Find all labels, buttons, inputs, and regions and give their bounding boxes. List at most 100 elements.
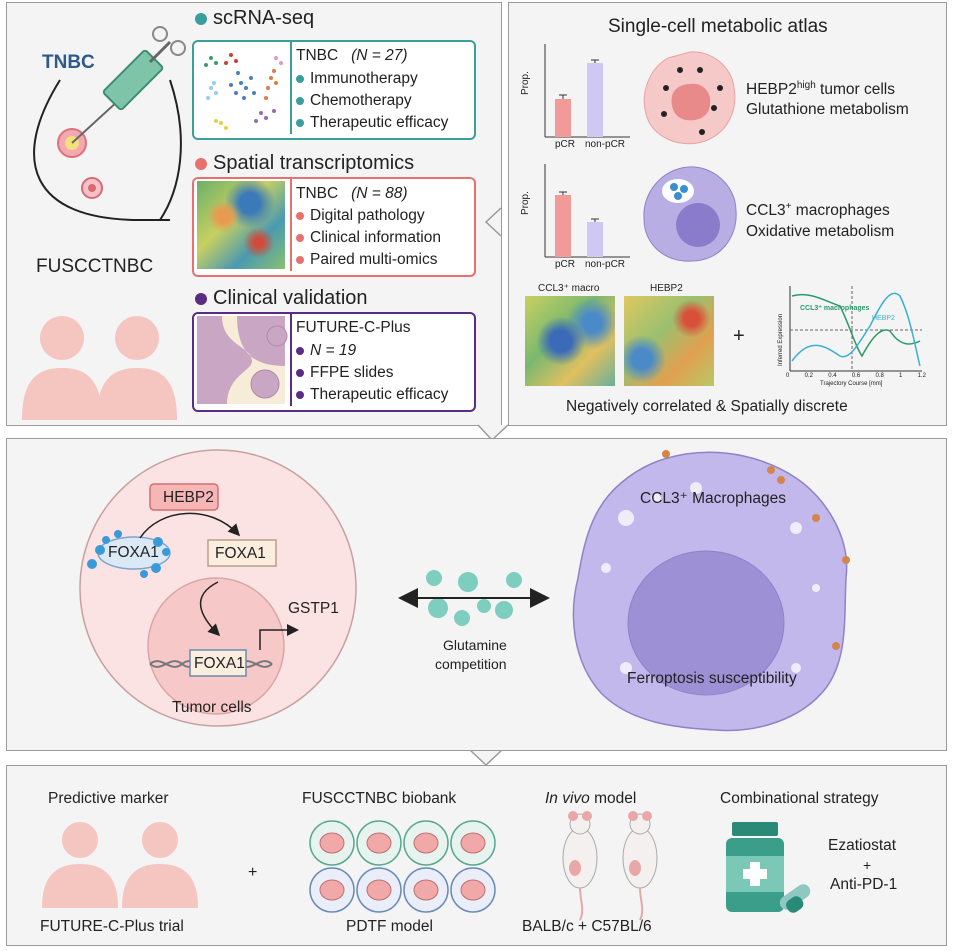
biobank-title: FUSCCTNBC biobank [302,790,457,807]
mice-illustration [562,811,658,921]
cohort-name: FUSCCTNBC [36,256,154,277]
predictive-marker-title: Predictive marker [48,790,169,807]
mac-cell-label: CCL3+ macrophages [746,201,890,220]
traj-series-ccl3: CCL3⁺ macrophages [800,305,870,312]
tnbc-label: TNBC [42,52,95,73]
traj-xtick: 1.2 [917,373,926,379]
chart1-xlabel-nonpcr: non-pCR [585,139,626,150]
bar-non-pcr [587,63,603,137]
scrna-cohort-name: TNBC [296,47,339,64]
chart1-xlabel-pcr: pCR [555,139,576,150]
atlas-title: Single-cell metabolic atlas [608,16,828,37]
scrna-item: Therapeutic efficacy [296,112,448,133]
clinical-divider [290,314,292,406]
traj-xtick: 0.6 [851,373,861,379]
clinical-item: Therapeutic efficacy [296,384,448,405]
tumor-gene: HEBP2 [746,81,797,99]
bar-non-pcr [587,222,603,257]
in-vivo-italic: In vivo [545,790,590,807]
clinical-title: Clinical validation [213,287,368,309]
bottom-plus: + [248,864,258,881]
macrophage-large [572,450,850,732]
pdtf-wells-illustration [309,820,496,913]
traj-xtick: 0.8 [875,373,884,379]
macrophage-label: CCL3⁺ Macrophages [640,490,787,507]
clinical-dot [195,293,207,305]
ccl3-spatial-map [525,296,615,386]
macrophage-cell-illustration [643,166,737,262]
ccl3-trajectory-line [791,294,921,358]
scrna-title: scRNA-seq [213,7,315,29]
hebp2-label: HEBP2 [163,489,214,506]
clinical-trial: FUTURE-C-Plus [296,319,411,336]
traj-xtick: 1 [899,373,903,379]
map1-label: CCL3⁺ macro [538,283,600,294]
spatial-item-label: Paired multi-omics [310,251,438,268]
spatial-cohort: TNBC (N = 88) [296,183,408,204]
scrna-item-label: Immunotherapy [310,70,418,87]
tumor-cells-label: Tumor cells [172,699,252,716]
in-vivo-title: In vivo model [545,790,636,808]
predictive-marker-caption: FUTURE-C-Plus trial [40,918,184,935]
map2-label: HEBP2 [650,283,683,294]
traj-xtick: 0 [786,373,790,379]
pdtf-caption: PDTF model [346,918,433,935]
spatial-item: Paired multi-omics [296,249,437,270]
scrna-item: Chemotherapy [296,90,412,111]
foxa1-nucleus-label: FOXA1 [194,655,245,672]
bar-pcr [555,99,571,137]
in-vivo-caption: BALB/c + C57BL/6 [522,918,652,935]
tissue-slide-illustration [197,316,288,404]
hebp2-spatial-map [624,296,714,386]
spatial-dot [195,158,207,170]
traj-ylabel: Inferred Expression [778,313,784,366]
mac-sup: + [785,201,792,212]
patients-icon-bottom [42,822,198,908]
scrna-item-label: Chemotherapy [310,92,412,109]
traj-xtick: 0.2 [804,373,813,379]
hebp2-trajectory-line [791,292,921,367]
foxa1-free-label: FOXA1 [215,545,266,562]
drug-1: Ezatiostat [828,837,897,854]
gstp1-label: GSTP1 [288,600,339,617]
atlas-plus: + [733,325,745,347]
prop-chart-2 [544,164,630,258]
strategy-title: Combinational strategy [720,790,879,807]
umap-scatter [204,53,283,130]
spatial-item-label: Clinical information [310,229,441,246]
glutamine-label-2: competition [435,656,507,672]
scrna-dot [195,13,207,25]
clinical-item-label: Therapeutic efficacy [310,386,449,403]
drug-bottle-icon [726,822,811,913]
scrna-item-label: Therapeutic efficacy [310,114,449,131]
prop-chart-1 [544,44,630,138]
spatial-title: Spatial transcriptomics [213,152,415,174]
glutamine-label-1: Glutamine [443,637,507,653]
glutamine-competition [398,570,550,626]
bar-pcr [555,195,571,257]
spatial-n: (N = 88) [351,185,408,202]
foxa1-cytoplasm-label: FOXA1 [108,544,159,561]
chart2-xlabel-pcr: pCR [555,259,576,270]
spatial-item: Clinical information [296,227,441,248]
clinical-item: N = 19 [296,340,356,361]
scrna-item: Immunotherapy [296,68,418,89]
chart2-ylabel: Prop. [520,191,531,215]
breast-biopsy-illustration [33,26,186,221]
scrna-cohort: TNBC (N = 27) [296,45,408,66]
clinical-item-label: FFPE slides [310,364,394,381]
traj-xlabel: Trajectory Course [mm] [820,381,883,387]
traj-xticks: 0 0.2 0.4 0.6 0.8 1 1.2 [786,373,926,379]
drug-plus: + [863,857,872,873]
spatial-item: Digital pathology [296,205,425,226]
spatial-divider [290,179,292,271]
trajectory-plot [789,286,922,372]
clinical-item: FFPE slides [296,362,394,383]
patients-icon [22,316,177,420]
spatial-cohort-name: TNBC [296,185,339,202]
traj-series-hebp2: HEBP2 [872,315,895,322]
tumor-sup: high [796,80,816,91]
spatial-heatmap [197,181,285,269]
clinical-item-label: N = 19 [310,342,357,359]
mac-rest: macrophages [791,202,890,220]
